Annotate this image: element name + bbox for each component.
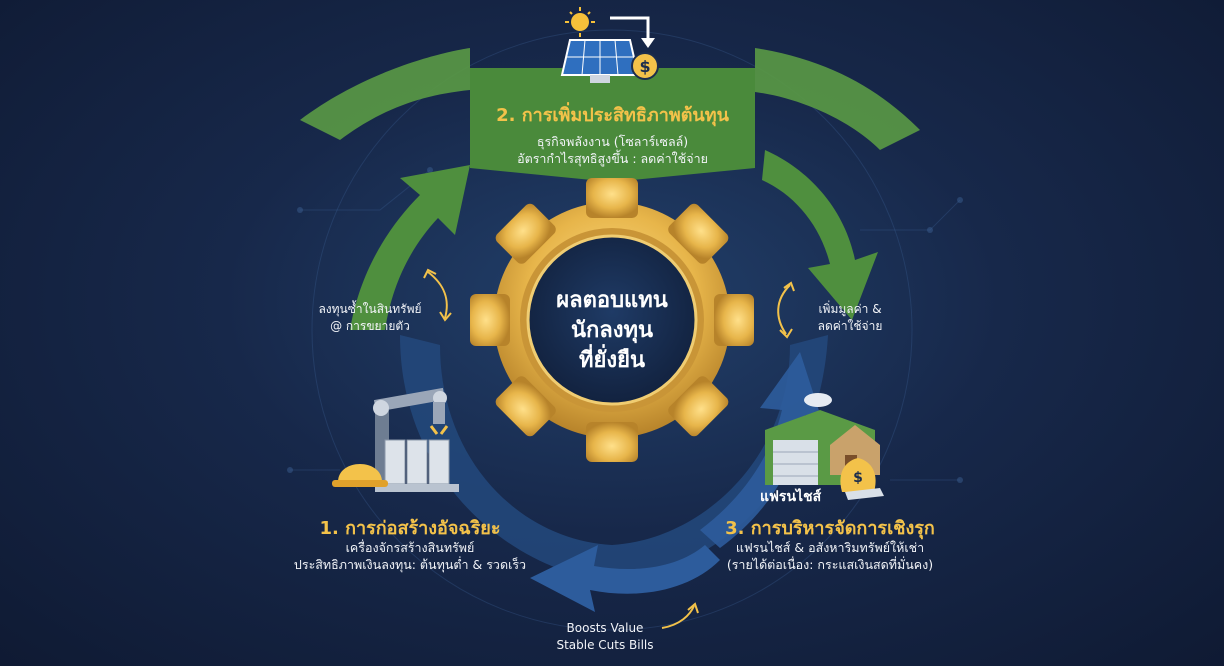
svg-text:$: $	[639, 57, 650, 76]
green-arc-top	[300, 48, 470, 140]
center-title-line3: ที่ยั่งยืน	[578, 348, 646, 373]
green-arrow-left	[350, 165, 470, 330]
step2-line2: อัตรากำไรสุทธิสูงขึ้น : ลดค่าใช้จ่าย	[517, 151, 708, 166]
link-bottom-line1: Boosts Value	[566, 621, 644, 635]
flow-arrow-top-head-icon	[641, 38, 655, 48]
step1-line2: ประสิทธิภาพเงินลงทุน: ต้นทุนต่ำ & รวดเร็…	[293, 557, 527, 572]
step2-title: 2. การเพิ่มประสิทธิภาพต้นทุน	[496, 105, 729, 126]
link-left-line2: @ การขยายตัว	[330, 319, 410, 333]
hand-icon	[845, 488, 884, 500]
center-title: ผลตอบแทน นักลงทุน ที่ยั่งยืน	[532, 286, 692, 376]
link-bottom-line2: Stable Cuts Bills	[556, 638, 654, 652]
flow-arrow-top-icon	[610, 16, 650, 40]
blue-arrow-right-rise	[700, 352, 822, 548]
franchise-tag: แฟรนไชส์	[760, 489, 822, 505]
curved-arrow-bottom-icon	[661, 602, 699, 629]
link-left-line1: ลงทุนซ้ำในสินทรัพย์	[318, 302, 422, 316]
step3-line1: แฟรนไชส์ & อสังหาริมทรัพย์ให้เช่า	[735, 540, 925, 555]
step3-title: 3. การบริหารจัดการเชิงรุก	[725, 518, 935, 539]
building-blocks-icon	[375, 439, 459, 492]
dollar-coin-icon: $	[631, 52, 659, 80]
green-banner	[470, 68, 755, 182]
center-title-line2: นักลงทุน	[570, 318, 654, 343]
double-arrow-left-icon	[423, 268, 452, 322]
link-right-line1: เพิ่มมูลค่า &	[818, 302, 882, 316]
step1-title: 1. การก่อสร้างอัจฉริยะ	[319, 518, 501, 539]
sun-icon	[565, 7, 595, 37]
step1-line1: เครื่องจักรสร้างสินทรัพย์	[345, 540, 475, 555]
hard-hat-icon	[332, 464, 388, 487]
blue-arrow-bottom	[530, 545, 720, 612]
money-bag-icon: $	[840, 458, 876, 492]
gear-icon	[470, 178, 754, 462]
center-title-line1: ผลตอบแทน	[556, 288, 668, 313]
step3-line2: (รายได้ต่อเนื่อง: กระแสเงินสดที่มั่นคง)	[726, 557, 934, 572]
link-right-line2: ลดค่าใช้จ่าย	[817, 319, 883, 333]
green-arc-top-right	[755, 48, 920, 150]
cloud-icon	[804, 393, 832, 407]
svg-text:$: $	[853, 470, 863, 486]
network-nodes	[287, 167, 963, 483]
step2-line1: ธุรกิจพลังงาน (โซลาร์เซลล์)	[536, 134, 689, 149]
double-arrow-right-icon	[777, 281, 795, 339]
green-arrow-right	[762, 150, 878, 320]
